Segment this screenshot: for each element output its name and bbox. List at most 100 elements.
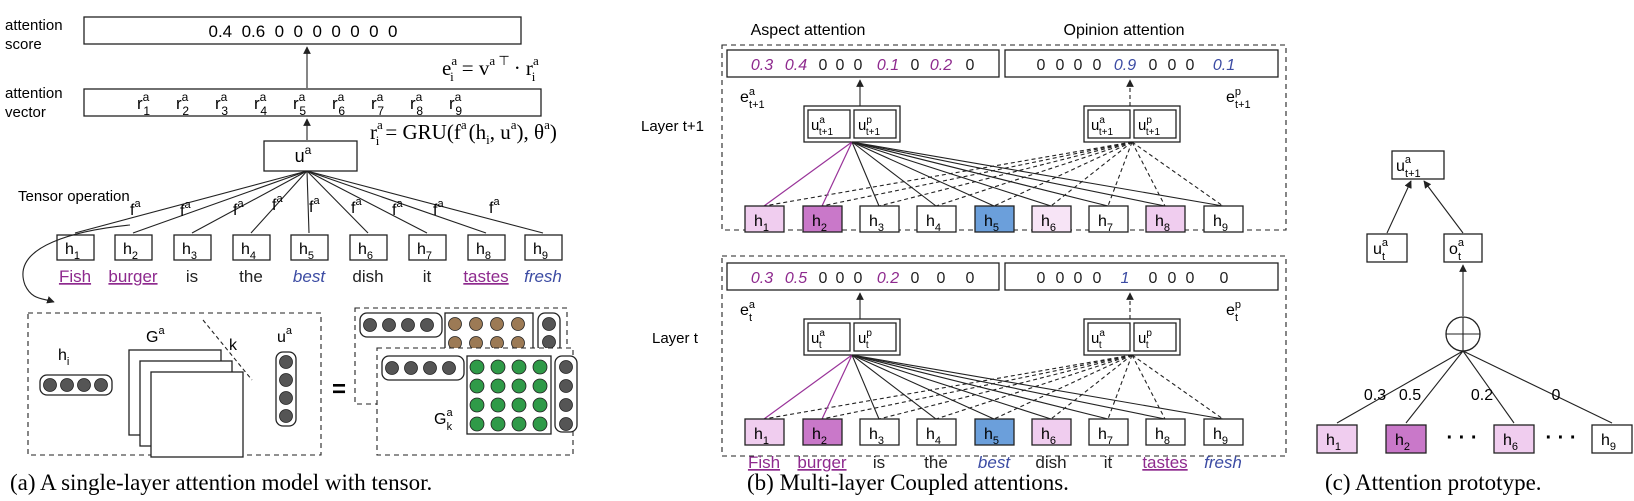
layer-t1-aspect-score-9: 0 bbox=[966, 57, 975, 74]
back-h-dot-3 bbox=[401, 318, 415, 332]
ua-dot-2 bbox=[279, 373, 293, 387]
result-back-dots bbox=[363, 317, 556, 350]
prototype-h-2 bbox=[1385, 424, 1427, 454]
layer-t-word-4: the bbox=[924, 453, 948, 472]
layer-t1-opinion-ua bbox=[1087, 109, 1131, 139]
ua-dots bbox=[279, 355, 293, 423]
arrow-u-to-next bbox=[1386, 180, 1412, 234]
f-a-9: fa bbox=[489, 196, 500, 217]
hi-dot-4 bbox=[94, 378, 108, 392]
back-m-dot-r1-2 bbox=[469, 317, 483, 331]
front-m-dot-r2-1 bbox=[469, 378, 485, 394]
layer-t-h-label-8: h8 bbox=[1155, 426, 1170, 447]
tensor-operation-label: Tensor operation bbox=[18, 188, 130, 205]
ua-column bbox=[275, 351, 297, 427]
back-m-dot-r1-3 bbox=[490, 317, 504, 331]
layer-t-label: Layer t bbox=[652, 330, 699, 347]
layer-t-aspect-score-3: 0 bbox=[819, 270, 828, 287]
tensor-lines bbox=[74, 170, 544, 234]
h-a-label-3: h3 bbox=[182, 241, 197, 262]
front-m-dot-r1-2 bbox=[490, 359, 506, 375]
attention-scores: 0.4 0.6 0 0 0 0 0 0 0 bbox=[208, 22, 397, 41]
layer-t-h-label-3: h3 bbox=[869, 426, 884, 447]
prototype-h-6 bbox=[1493, 424, 1535, 454]
back-m-dot-r1-1 bbox=[448, 317, 462, 331]
h-a-label-1: h1 bbox=[65, 241, 80, 262]
panel-a-word-3: is bbox=[186, 267, 198, 286]
opinion-attention-title: Opinion attention bbox=[1064, 22, 1185, 39]
layer-t-a-line-9 bbox=[851, 354, 1224, 420]
front-h-dot-1 bbox=[385, 361, 399, 375]
layer-t1-opinion-score-8: 0 bbox=[1186, 57, 1195, 74]
layer-t1-h-6 bbox=[1031, 205, 1072, 233]
layer-t1-aspect-score-8: 0.2 bbox=[930, 57, 952, 74]
curved-arrow bbox=[22, 224, 131, 304]
prototype-line-1 bbox=[1336, 350, 1464, 424]
prototype-dots-1: · · · bbox=[1446, 427, 1477, 449]
h-a-3 bbox=[173, 234, 212, 261]
layer-t1-h-3 bbox=[859, 205, 900, 233]
layer-t1-a-line-5 bbox=[851, 141, 995, 207]
arrow-o-to-next bbox=[1423, 180, 1464, 234]
layer-t1-aspect-box bbox=[726, 49, 1000, 78]
layer-t-a-line-6 bbox=[851, 354, 1052, 420]
layer-t-opinion-score-8: 0 bbox=[1186, 270, 1195, 287]
layer-t1-opinion-score-9: 0.1 bbox=[1213, 57, 1235, 74]
layer-t1-h-label-9: h9 bbox=[1213, 213, 1228, 234]
o-t-box bbox=[1443, 233, 1483, 263]
layer-t-opinion-box bbox=[1004, 262, 1279, 291]
eq1-e: e bbox=[442, 56, 451, 80]
h-a-label-9: h9 bbox=[533, 241, 548, 262]
front-m-dot-r3-4 bbox=[532, 397, 548, 413]
layer-t-h-label-1: h1 bbox=[754, 426, 769, 447]
prototype-h-9 bbox=[1591, 424, 1633, 454]
layer-t-opinion-score-2: 0 bbox=[1056, 270, 1065, 287]
layer-t-a-line-7 bbox=[851, 354, 1109, 420]
ua-dot-1 bbox=[279, 355, 293, 369]
layer-t-o-line-4 bbox=[935, 354, 1133, 420]
layer-t-aspect-score-5: 0 bbox=[854, 270, 863, 287]
panel-b: Aspect attention Opinion attention Layer… bbox=[641, 22, 1287, 495]
layer-t-a-line-1 bbox=[763, 354, 853, 420]
layer-t1-aspect-score-6: 0.1 bbox=[877, 57, 899, 74]
f-a-8: fa bbox=[433, 198, 444, 219]
h-a-label-2: h2 bbox=[123, 241, 138, 262]
layer-t-a-line-5 bbox=[851, 354, 995, 420]
layer-t1-a-line-8 bbox=[851, 141, 1166, 207]
layer-t1-aspect-score-2: 0.4 bbox=[785, 57, 807, 74]
prototype-line-2 bbox=[1405, 350, 1464, 424]
layer-t-attention-lines bbox=[763, 354, 1224, 420]
layer-t-aspect-score-2: 0.5 bbox=[785, 270, 807, 287]
layer-t1-aspect-score-1: 0.3 bbox=[751, 57, 773, 74]
prototype-h-label-2: h2 bbox=[1395, 432, 1410, 453]
u-t-box bbox=[1366, 233, 1408, 263]
panel-a-word-6: dish bbox=[352, 267, 383, 286]
layer-t1-opinion-score-1: 0 bbox=[1037, 57, 1046, 74]
front-h-dot-4 bbox=[442, 361, 456, 375]
back-c-dot-2 bbox=[542, 335, 556, 349]
f-a-7: fa bbox=[392, 198, 403, 219]
prototype-dots-2: · · · bbox=[1545, 427, 1576, 449]
layer-t1-h-label-5: h5 bbox=[984, 213, 999, 234]
front-c-dot-3 bbox=[559, 398, 573, 412]
ga-slice-1 bbox=[150, 371, 244, 458]
layer-t1-o-line-9 bbox=[1131, 141, 1224, 207]
layer-t-aspect-score-1: 0.3 bbox=[751, 270, 773, 287]
layer-t-h-label-7: h7 bbox=[1098, 426, 1113, 447]
layer-t1-h-label-8: h8 bbox=[1155, 213, 1170, 234]
layer-t1-opinion-score-7: 0 bbox=[1168, 57, 1177, 74]
layer-t-opinion-ua bbox=[1087, 322, 1131, 352]
layer-t1-opinion-score-6: 0 bbox=[1149, 57, 1158, 74]
k-dashed-line bbox=[202, 319, 253, 381]
layer-t-h-label-6: h6 bbox=[1041, 426, 1056, 447]
h-a-7 bbox=[408, 234, 447, 261]
